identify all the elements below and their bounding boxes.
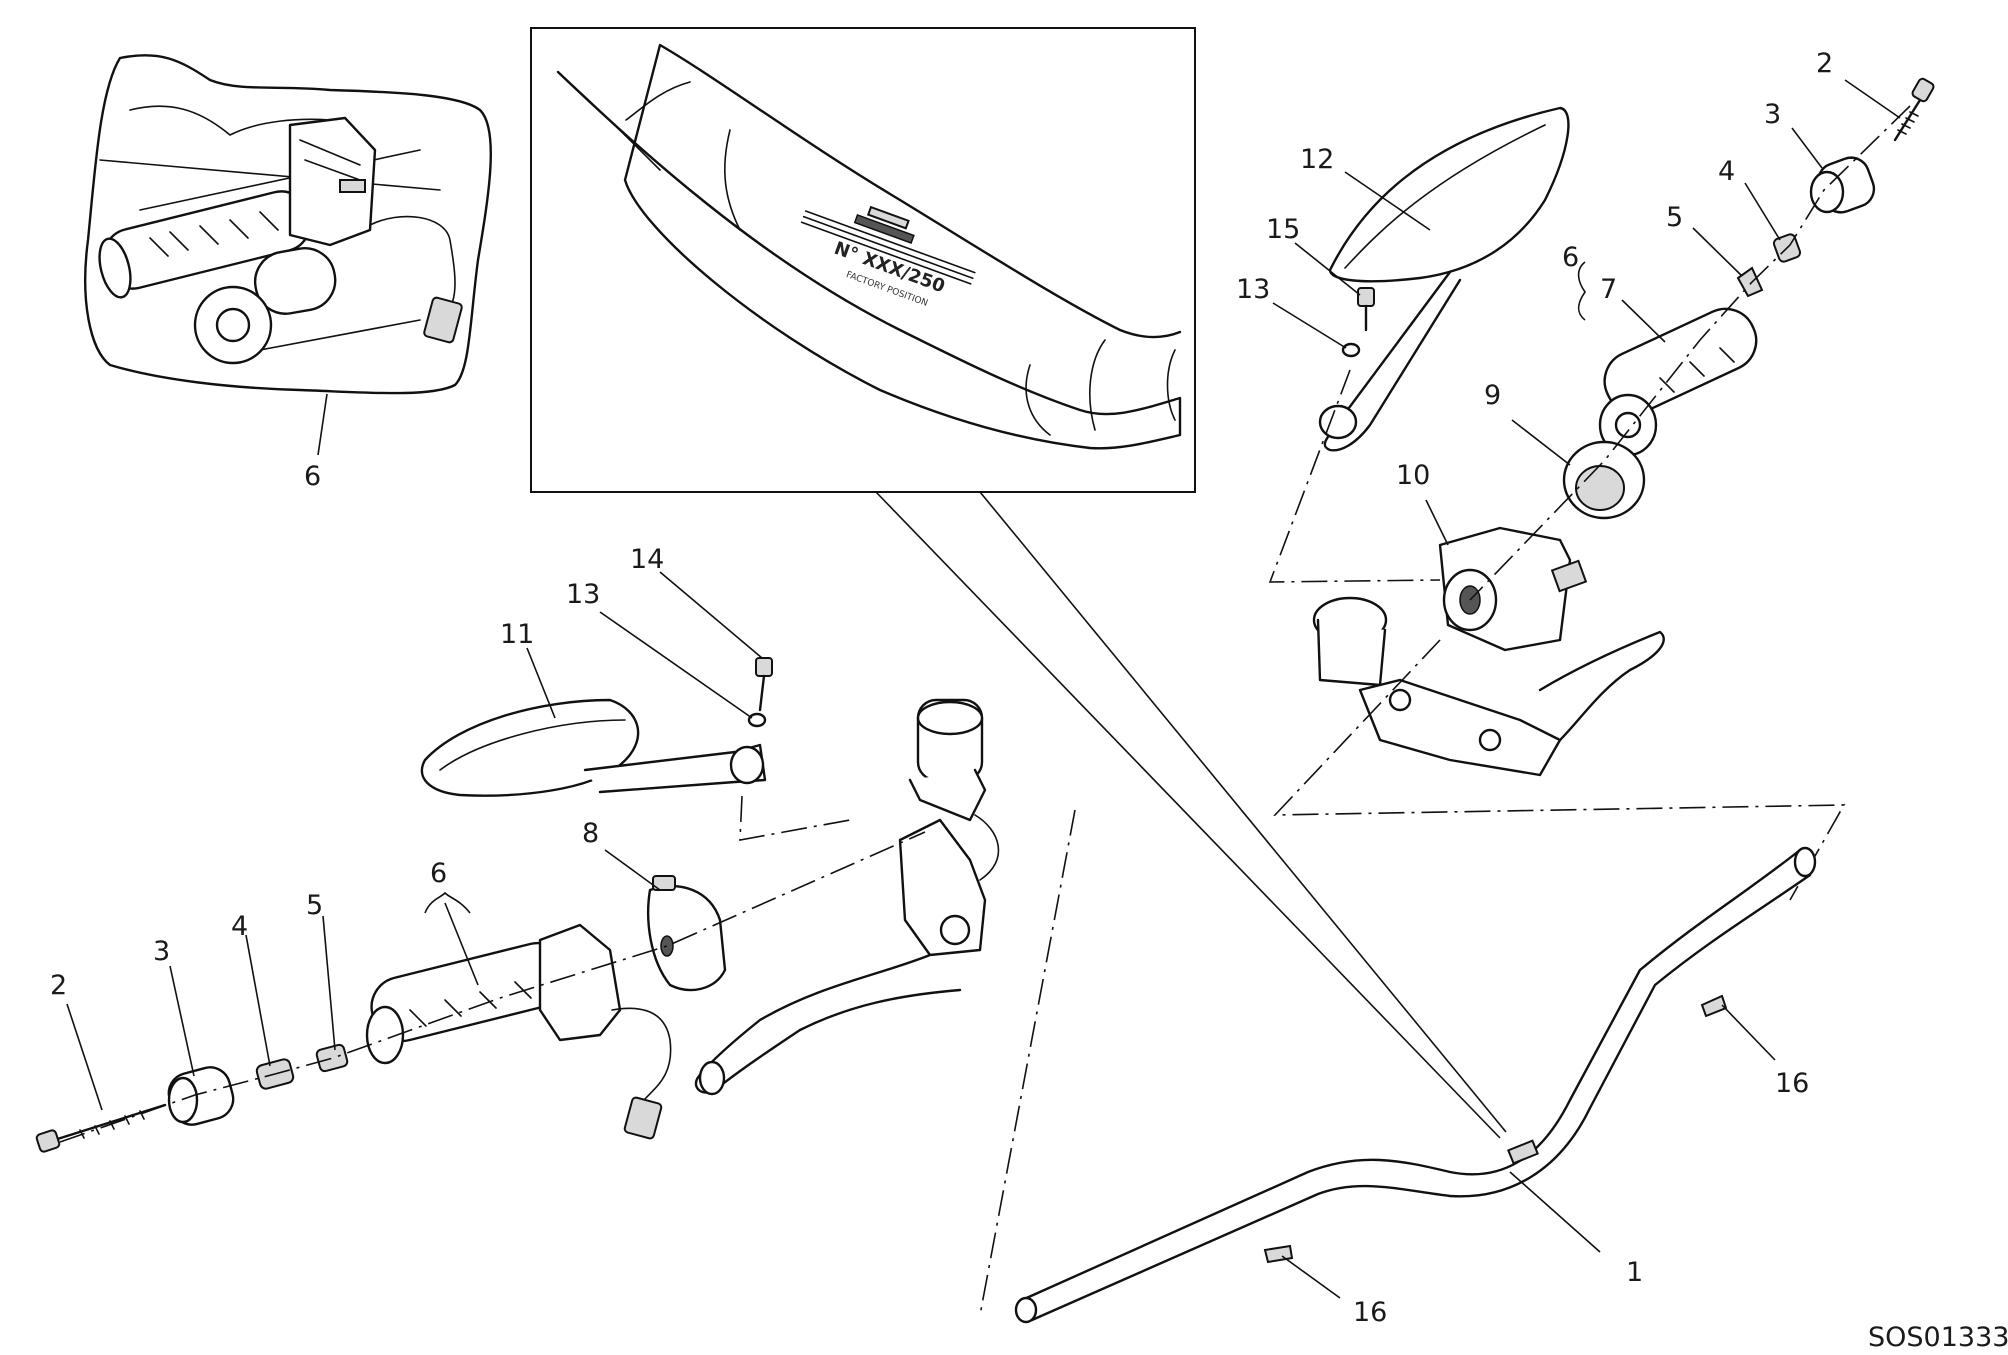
right-switch-housing bbox=[1438, 526, 1588, 652]
throttle-grip bbox=[1598, 307, 1758, 457]
right-mirror bbox=[1318, 106, 1570, 452]
callout-7: 7 bbox=[1600, 274, 1617, 305]
throttle-pulley-ring bbox=[1562, 440, 1646, 520]
callout-2-left: 2 bbox=[50, 970, 67, 1001]
callout-1: 1 bbox=[1626, 1257, 1643, 1288]
callout-13-right: 13 bbox=[1236, 274, 1270, 305]
callout-3-right: 3 bbox=[1764, 99, 1781, 130]
callout-6-left: 6 bbox=[430, 858, 447, 889]
handlebar-tube bbox=[1014, 846, 1817, 1324]
bar-end-weight-right bbox=[1809, 156, 1876, 214]
leader-lines bbox=[66, 79, 1901, 1299]
callout-6-inset: 6 bbox=[304, 461, 321, 492]
callout-4-right: 4 bbox=[1718, 156, 1735, 187]
callout-5-right: 5 bbox=[1666, 202, 1683, 233]
callout-4-left: 4 bbox=[231, 911, 248, 942]
bar-end-bolt-right bbox=[1893, 77, 1935, 142]
drawing-code: SOS01333 bbox=[1868, 1322, 2008, 1353]
heated-grip-part bbox=[98, 190, 312, 299]
callout-2-right: 2 bbox=[1816, 48, 1833, 79]
left-mirror bbox=[420, 698, 767, 797]
callout-16-bottom: 16 bbox=[1353, 1297, 1387, 1328]
left-heated-grip bbox=[365, 923, 672, 1140]
callout-14: 14 bbox=[630, 544, 664, 575]
callout-16-right: 16 bbox=[1775, 1068, 1809, 1099]
callout-8: 8 bbox=[582, 818, 599, 849]
left-side-assembly bbox=[35, 657, 1076, 1316]
bar-end-weight-left bbox=[167, 1066, 235, 1126]
left-switch-housing bbox=[647, 875, 727, 992]
heated-grip-detail bbox=[84, 54, 493, 456]
callout-labels: 1 2 3 4 5 6 7 9 10 12 13 15 16 16 2 3 4 … bbox=[50, 48, 1833, 1328]
left-clutch-master-cylinder bbox=[694, 698, 1000, 1096]
callout-12: 12 bbox=[1300, 144, 1334, 175]
callout-3-left: 3 bbox=[153, 936, 170, 967]
right-brake-master-cylinder bbox=[1312, 596, 1665, 777]
callout-13-left: 13 bbox=[566, 579, 600, 610]
callout-15: 15 bbox=[1266, 214, 1300, 245]
callout-11: 11 bbox=[500, 619, 534, 650]
callout-9: 9 bbox=[1484, 380, 1501, 411]
callout-10: 10 bbox=[1396, 460, 1430, 491]
right-side-assembly bbox=[1268, 77, 1935, 901]
callout-6-right: 6 bbox=[1562, 242, 1579, 273]
handlebar-label-detail-inset: N° XXX/250 FACTORY POSITION bbox=[530, 27, 1507, 1139]
callout-5-left: 5 bbox=[306, 890, 323, 921]
